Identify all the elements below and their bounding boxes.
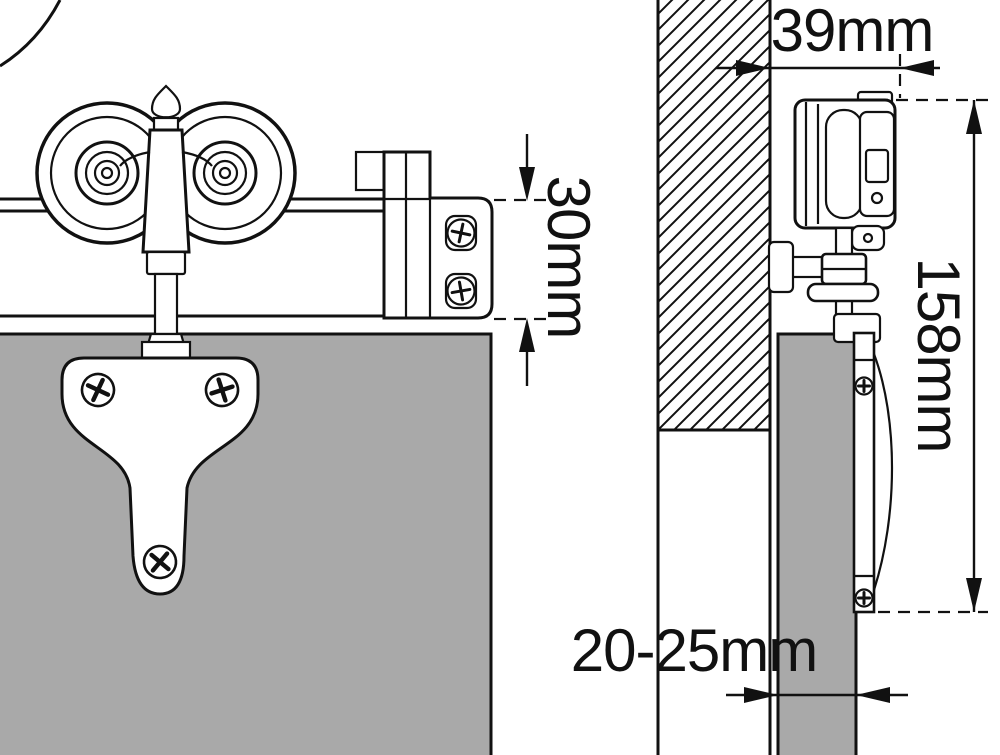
- adjuster-knob: [767, 240, 795, 294]
- plate-screw-top-left: [80, 372, 116, 408]
- front-view: [0, 0, 554, 755]
- detail-circle-arc: [0, 0, 62, 68]
- mounting-plate: [60, 340, 260, 596]
- dim-label-fitting-height: 158mm: [905, 257, 972, 453]
- plate-screw-bottom: [142, 544, 178, 580]
- arrowhead-down-icon: [966, 578, 982, 612]
- bracket-screw-top: [446, 218, 476, 248]
- yoke-finial: [150, 84, 182, 119]
- roller-trolley: [35, 84, 297, 360]
- arrowhead-up-icon: [519, 318, 535, 352]
- plate-bulge-profile: [872, 353, 894, 591]
- arrowhead-right-icon: [736, 60, 770, 76]
- side-view: [656, 0, 988, 755]
- latch-clip: [850, 224, 886, 252]
- roller-wheel-left: [35, 101, 179, 245]
- arrowhead-left-icon: [900, 60, 934, 76]
- track-bracket: [354, 150, 494, 320]
- dim-label-track-height: 30mm: [535, 175, 602, 339]
- dimension-track-height: [494, 134, 554, 386]
- strip-screw-bottom: [854, 588, 874, 608]
- arrowhead-down-icon: [519, 167, 535, 201]
- arrowhead-left-icon: [856, 687, 890, 703]
- strip-screw-top: [854, 376, 874, 396]
- roller-yoke: [119, 84, 213, 254]
- washer-disc: [806, 282, 880, 303]
- dimension-top-width: [716, 54, 940, 98]
- plate-strip-side: [852, 331, 876, 614]
- wheel-edge-profile: [824, 108, 864, 220]
- plate-screw-top-right: [204, 372, 240, 408]
- dim-label-top-width: 39mm: [770, 0, 935, 64]
- dimension-door-thickness: [726, 687, 908, 703]
- arrowhead-right-icon: [744, 687, 778, 703]
- dim-label-door-thickness: 20-25mm: [570, 617, 818, 684]
- roller-wheel-right: [153, 101, 297, 245]
- bracket-tab: [354, 150, 386, 192]
- roller-unit-side: [767, 90, 897, 614]
- arrowhead-up-icon: [966, 100, 982, 134]
- plate-boss: [140, 340, 192, 360]
- dimension-fitting-height: [856, 98, 988, 614]
- door-panel-side: [776, 332, 858, 755]
- bracket-screw-bottom: [446, 276, 476, 306]
